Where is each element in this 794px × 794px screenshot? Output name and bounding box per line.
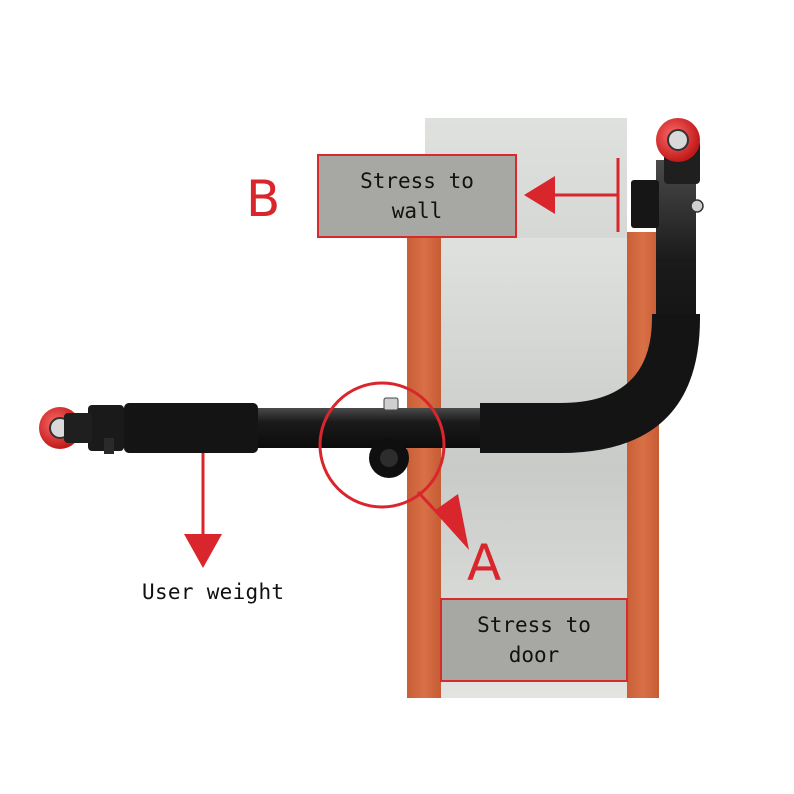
stress-to-door-line1: Stress to xyxy=(477,612,591,637)
bar-screw xyxy=(383,397,399,411)
wall-bumper xyxy=(631,180,659,228)
label-b: B xyxy=(246,170,281,228)
stress-to-wall-line1: Stress to xyxy=(360,168,474,193)
left-end-collar xyxy=(88,405,124,451)
contact-highlight-circle xyxy=(318,381,446,509)
left-wheel-bracket xyxy=(64,413,92,443)
label-a: A xyxy=(467,534,502,592)
top-bolt xyxy=(690,199,704,213)
stress-to-wall-box: Stress to wall xyxy=(317,154,517,238)
door-arrow-head xyxy=(434,494,469,550)
stress-to-door-line2: door xyxy=(508,643,560,667)
top-wheel-hub xyxy=(667,129,689,151)
left-grip xyxy=(124,403,258,453)
stress-to-door-box: Stress to door xyxy=(440,598,628,682)
left-end-pin xyxy=(104,438,114,454)
wall-arrow-head xyxy=(524,176,555,214)
wall-post-right xyxy=(627,232,659,698)
wall-post-left xyxy=(407,238,441,698)
door-knob-center xyxy=(380,449,398,467)
right-grip xyxy=(480,314,700,453)
weight-arrow-head xyxy=(184,534,222,568)
stress-to-wall-line2: wall xyxy=(391,199,443,223)
user-weight-label: User weight xyxy=(142,580,285,604)
